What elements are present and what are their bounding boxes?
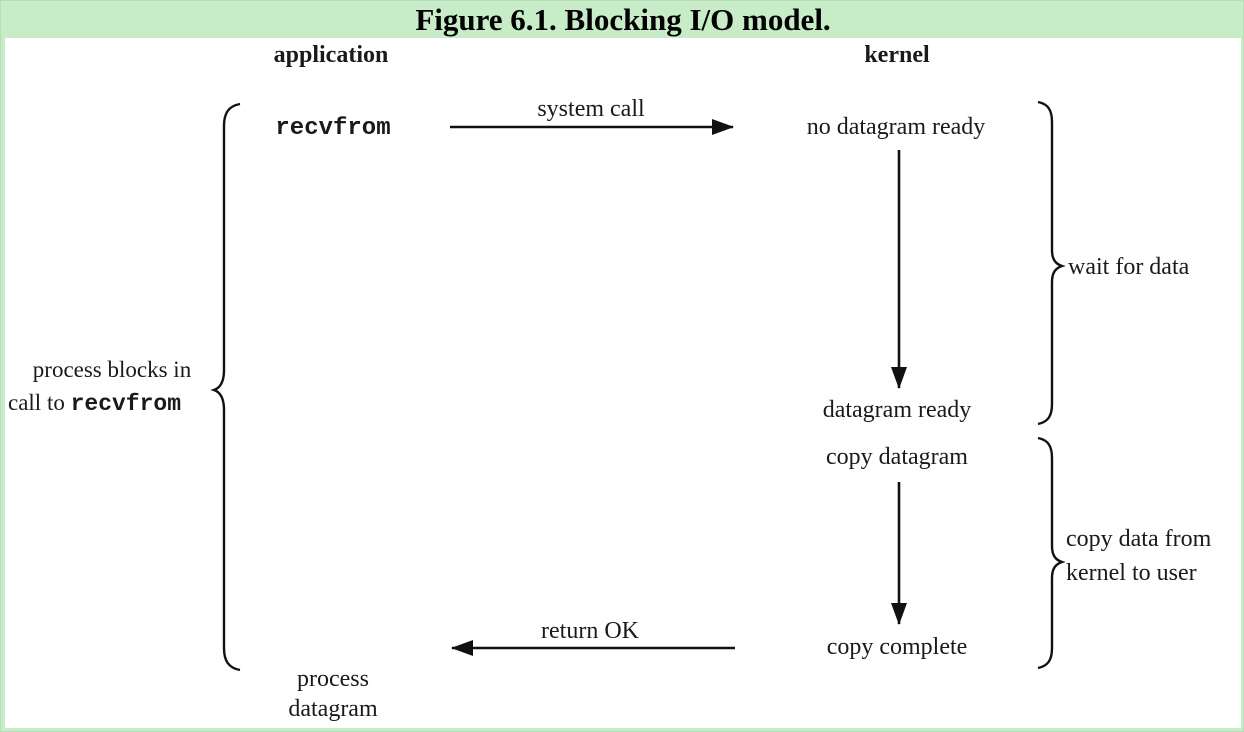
copy-complete-label: copy complete	[827, 634, 968, 660]
blocking-brace	[210, 102, 241, 672]
copy-data-label-line1: copy data from	[1066, 526, 1212, 552]
application-header: application	[274, 42, 389, 68]
blocks-label-line1: process blocks in	[33, 357, 192, 382]
process-label-line2: datagram	[288, 696, 378, 722]
blocks-label-code: recvfrom	[71, 391, 181, 417]
no-datagram-ready-label: no datagram ready	[807, 114, 986, 140]
figure-title: Figure 6.1. Blocking I/O model.	[415, 2, 831, 37]
kernel-header: kernel	[864, 42, 930, 68]
return-ok-label: return OK	[541, 618, 640, 644]
diagram-canvas	[5, 38, 1241, 728]
wait-brace	[1037, 100, 1066, 426]
copy-data-label-line2: kernel to user	[1066, 560, 1197, 586]
system-call-label: system call	[537, 96, 645, 122]
wait-for-data-label: wait for data	[1068, 254, 1190, 280]
blocks-label-line2: call to recvfrom	[8, 390, 181, 417]
copy-brace	[1037, 436, 1066, 670]
recvfrom-label: recvfrom	[275, 115, 390, 142]
copy-datagram-label: copy datagram	[826, 444, 968, 470]
process-label-line1: process	[297, 666, 369, 692]
datagram-ready-label: datagram ready	[823, 397, 972, 423]
blocks-label-prefix: call to	[8, 390, 71, 415]
